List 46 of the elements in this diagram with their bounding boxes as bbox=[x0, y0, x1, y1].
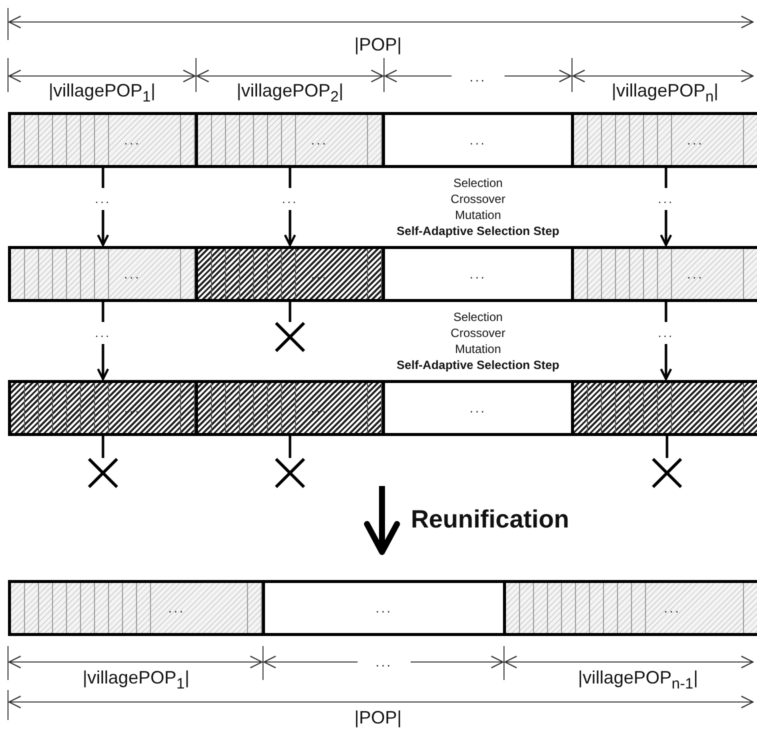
population-segment bbox=[382, 380, 574, 436]
village-segment bbox=[503, 580, 757, 636]
dimension-label: |villagePOP$_{n}$| bbox=[612, 80, 718, 106]
step-label: Self-Adaptive Selection Step bbox=[396, 358, 560, 372]
evaluated-village-segment bbox=[195, 246, 385, 302]
ellipsis-text: ... bbox=[470, 266, 486, 282]
village-segment bbox=[8, 580, 265, 636]
step-label: Mutation bbox=[454, 208, 502, 222]
village-segment bbox=[571, 112, 757, 168]
village-segment bbox=[8, 112, 198, 168]
stage-title: Reunification bbox=[410, 506, 570, 534]
step-label: Mutation bbox=[454, 342, 502, 356]
population-segment bbox=[382, 246, 574, 302]
step-label: Crossover bbox=[450, 326, 506, 340]
evaluated-village-segment bbox=[571, 380, 757, 436]
dimension-label: |villagePOP$_{2}$| bbox=[236, 80, 344, 106]
ellipsis-text: ... bbox=[376, 600, 392, 616]
population-segment bbox=[382, 112, 574, 168]
dimension-label: |POP| bbox=[354, 34, 402, 56]
termination-cross-mark bbox=[88, 458, 118, 488]
ellipsis-text: ... bbox=[664, 600, 681, 616]
village-segment bbox=[8, 246, 198, 302]
evaluated-village-segment bbox=[195, 380, 385, 436]
dimension-label: |POP| bbox=[354, 708, 402, 728]
ellipsis-text: ... bbox=[124, 132, 141, 148]
village-segment bbox=[195, 112, 385, 168]
ellipsis-text: ... bbox=[687, 132, 704, 148]
ellipsis-text: ... bbox=[168, 600, 186, 616]
ellipsis-text: ... bbox=[470, 132, 486, 148]
dimension-label: |villagePOP$_{1}$| bbox=[82, 668, 190, 692]
evaluated-village-segment bbox=[8, 380, 198, 436]
village-segment bbox=[571, 246, 757, 302]
dimension-label: |villagePOP$_{1}$| bbox=[48, 80, 156, 106]
step-label: Selection bbox=[453, 176, 503, 190]
termination-cross-mark bbox=[275, 322, 305, 352]
step-label: Crossover bbox=[450, 192, 506, 206]
ellipsis-text: ... bbox=[124, 266, 141, 282]
ellipsis-text: ... bbox=[687, 266, 704, 282]
dimension-label: |villagePOP$_{n-1}$| bbox=[578, 668, 698, 692]
ellipsis-text: ... bbox=[311, 132, 328, 148]
termination-cross-mark bbox=[652, 458, 682, 488]
ellipsis-text: ... bbox=[470, 400, 486, 416]
termination-cross-mark bbox=[275, 458, 305, 488]
population-segment bbox=[262, 580, 506, 636]
step-label: Self-Adaptive Selection Step bbox=[396, 224, 560, 238]
step-label: Selection bbox=[453, 310, 503, 324]
